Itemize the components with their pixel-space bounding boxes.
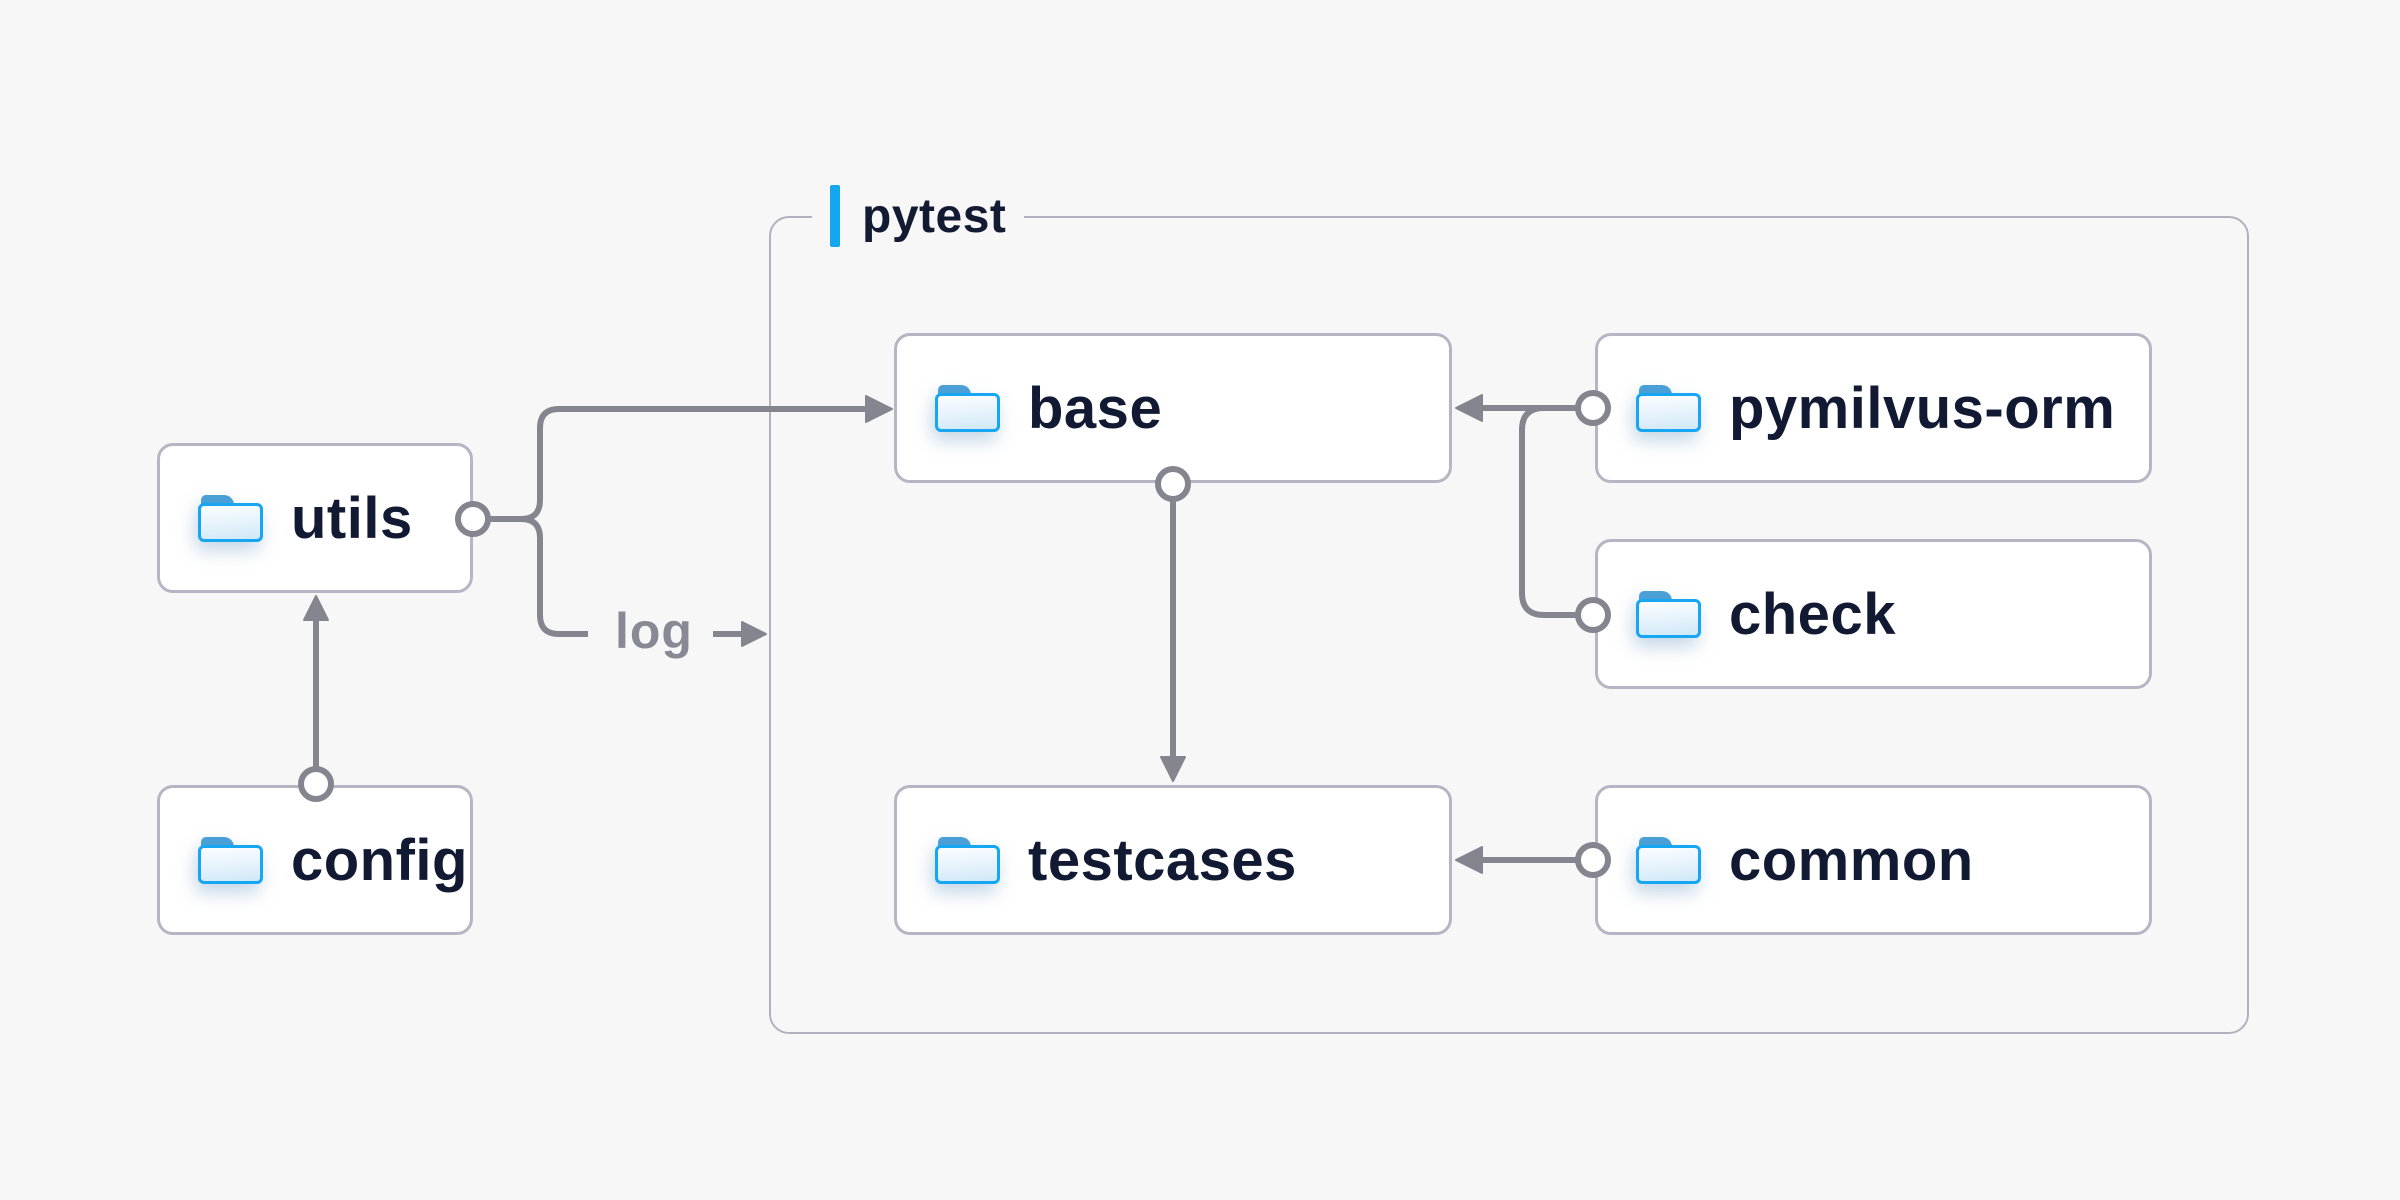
accent-bar-icon xyxy=(830,185,840,247)
node-label: utils xyxy=(291,485,413,551)
port-circle-icon xyxy=(1155,466,1191,502)
arrowhead-down-icon xyxy=(1160,756,1186,782)
node-check: check xyxy=(1595,539,2152,689)
arrowhead-right-icon xyxy=(865,395,893,423)
pytest-group-label: pytest xyxy=(812,182,1025,250)
node-label: testcases xyxy=(1028,827,1297,893)
arrowhead-right-icon xyxy=(741,621,767,647)
node-label: config xyxy=(291,827,468,893)
folder-icon xyxy=(198,494,263,542)
folder-icon xyxy=(1636,836,1701,884)
node-label: pymilvus-orm xyxy=(1729,375,2116,441)
pytest-group-box xyxy=(769,216,2249,1034)
port-circle-icon xyxy=(298,766,334,802)
node-utils: utils xyxy=(157,443,473,593)
folder-icon xyxy=(935,384,1000,432)
edge-utils-log xyxy=(520,516,767,647)
edge-common-testcases xyxy=(1455,842,1611,878)
folder-icon xyxy=(1636,384,1701,432)
group-title: pytest xyxy=(862,189,1007,243)
node-label: base xyxy=(1028,375,1163,441)
node-label: common xyxy=(1729,827,1974,893)
folder-icon xyxy=(198,836,263,884)
port-circle-icon xyxy=(1575,842,1611,878)
edge-label-log: log xyxy=(615,603,693,659)
folder-icon xyxy=(1636,590,1701,638)
node-common: common xyxy=(1595,785,2152,935)
port-circle-icon xyxy=(1575,390,1611,426)
folder-icon xyxy=(935,836,1000,884)
port-circle-icon xyxy=(1575,597,1611,633)
node-label: check xyxy=(1729,581,1896,647)
node-testcases: testcases xyxy=(894,785,1452,935)
node-pymilvus-orm: pymilvus-orm xyxy=(1595,333,2152,483)
edge-pymilvusorm-check-base xyxy=(1455,390,1611,633)
arrowhead-left-icon xyxy=(1455,394,1483,422)
port-circle-icon xyxy=(455,501,491,537)
arrowhead-up-icon xyxy=(303,595,329,621)
arrowhead-left-icon xyxy=(1455,846,1483,874)
edge-base-testcases xyxy=(1155,466,1191,782)
edge-config-utils xyxy=(298,595,334,802)
node-base: base xyxy=(894,333,1452,483)
node-config: config xyxy=(157,785,473,935)
edge-utils-base xyxy=(455,395,893,537)
